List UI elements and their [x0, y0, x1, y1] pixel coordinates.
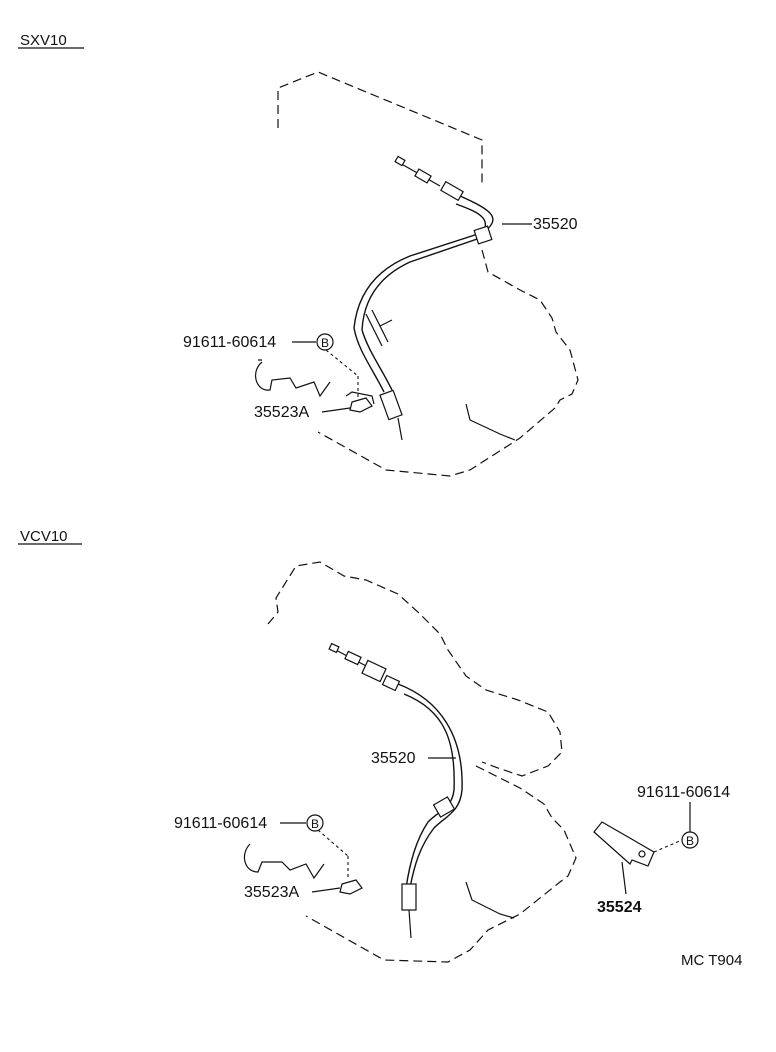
leader-35523a-bottom	[311, 887, 341, 893]
cable-nut-2	[381, 674, 401, 692]
leader-35524	[621, 861, 627, 895]
part-label-91611-top: 91611-60614	[183, 334, 276, 351]
cable-end-fitting-lower	[379, 389, 403, 421]
bolt-dash-leader	[325, 349, 359, 377]
transmission-outline-upper	[267, 561, 563, 777]
ref-circle-b-icon	[306, 814, 324, 832]
ref-letter-b: B	[686, 834, 694, 848]
cable-sheath-outer	[397, 683, 463, 889]
bracket-mount-outline	[254, 359, 331, 398]
bracket-35523a-shape	[349, 397, 373, 413]
cable-end-fitting-lower	[401, 883, 417, 911]
section-sxv10: SXV10 35520 91611-60614	[18, 32, 579, 477]
part-label-35523a-top: 35523A	[254, 404, 309, 421]
cable-lower-inner	[361, 329, 393, 391]
transmission-outline-lower	[317, 249, 579, 477]
ref-circle-b-icon	[316, 333, 334, 351]
cable-nut	[344, 650, 362, 666]
cable-adjuster	[440, 180, 464, 202]
part-label-91611-bottom-left: 91611-60614	[174, 815, 267, 832]
cable-nut	[414, 168, 432, 184]
clamp-hole	[638, 850, 646, 858]
cable-end-fitting	[328, 642, 340, 654]
cable-inner-lower	[408, 909, 412, 939]
throttle-cable-bottom	[328, 642, 463, 939]
cable-inner-lower	[397, 417, 403, 441]
part-label-35520-top: 35520	[533, 216, 578, 233]
section-label-vcv10: VCV10	[20, 528, 68, 545]
cable-end-fitting	[394, 155, 406, 167]
ref-letter-b: B	[311, 817, 319, 831]
bracket-35523a-shape	[339, 879, 363, 895]
bolt-dash-leader	[317, 829, 349, 857]
housing-edge	[465, 403, 516, 441]
part-label-35523a-bottom: 35523A	[244, 884, 299, 901]
cable-sheath-inner	[361, 203, 486, 331]
throttle-cable-top	[353, 155, 494, 441]
drawing-code: MC T904	[681, 952, 742, 969]
part-label-35524: 35524	[597, 899, 642, 916]
clamp-35524-shape	[593, 821, 655, 867]
transmission-outline-lower	[305, 765, 577, 963]
section-label-sxv10: SXV10	[20, 32, 67, 49]
ref-letter-b: B	[321, 336, 329, 350]
bracket-mount-outline	[243, 843, 325, 880]
housing-edge	[465, 881, 515, 919]
cable-grommet	[473, 225, 493, 245]
cable-sheath-outer	[353, 195, 494, 329]
ref-circle-b-icon	[681, 831, 699, 849]
cable-grommet	[432, 796, 456, 818]
part-label-35520-bottom: 35520	[371, 750, 416, 767]
part-label-91611-bottom-right: 91611-60614	[637, 784, 730, 801]
transmission-outline	[277, 71, 483, 186]
bracket-edge	[345, 391, 375, 405]
cable-adjuster	[361, 659, 387, 683]
section-vcv10: VCV10 35520 91611-606	[18, 528, 730, 963]
cable-lower-outer	[353, 327, 385, 393]
leader-35523a-top	[321, 407, 351, 413]
cable-bracket-plate	[365, 309, 393, 347]
clamp-bolt-leader	[653, 839, 683, 853]
